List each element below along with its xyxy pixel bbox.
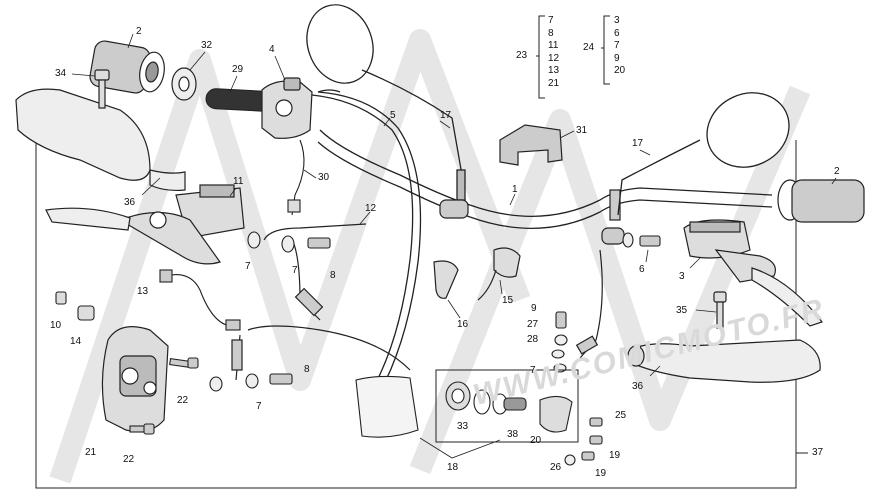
group-23-item: 8 (548, 27, 554, 39)
group-24-list: 3 6 7 9 20 (614, 15, 625, 78)
callout-7-b: 7 (292, 265, 298, 276)
washer-part (171, 67, 197, 101)
right-handguard-part (627, 339, 821, 383)
brake-caliper-part (101, 326, 169, 433)
group-23-label: 23 (516, 50, 528, 61)
throttle-housing-part (261, 77, 313, 139)
callout-3: 3 (679, 271, 685, 282)
callout-12: 12 (365, 203, 377, 214)
callout-37: 37 (812, 447, 824, 458)
callout-14: 14 (70, 336, 82, 347)
callout-21: 21 (85, 447, 97, 458)
bolt-34-part (94, 69, 110, 109)
long-brake-hose-part (231, 325, 411, 381)
assembly-frame (35, 140, 797, 489)
group-23-list: 7 8 11 12 13 21 (548, 15, 559, 90)
callout-10: 10 (50, 320, 62, 331)
callout-2: 2 (136, 26, 142, 37)
callout-15: 15 (502, 295, 514, 306)
callout-8-a: 8 (330, 270, 336, 281)
callout-22-a: 22 (177, 395, 189, 406)
switch-cable-30-part (287, 139, 305, 216)
callout-22-b: 22 (123, 454, 135, 465)
right-mirror-part (617, 92, 790, 216)
handlebar-clamps (439, 189, 625, 245)
callout-29: 29 (232, 64, 244, 75)
callout-7-d: 7 (256, 401, 262, 412)
bolts-19-25-26 (564, 417, 603, 466)
repair-kit-parts (445, 381, 573, 433)
callout-19-b: 19 (595, 468, 607, 479)
callout-31: 31 (576, 125, 588, 136)
callout-27: 27 (527, 319, 539, 330)
repair-kit-box (435, 369, 579, 443)
callout-11: 11 (233, 176, 244, 187)
group-23-item: 21 (548, 77, 560, 89)
callout-20: 20 (530, 435, 542, 446)
caliper-bolts-22 (129, 357, 199, 435)
group-24-item: 20 (614, 65, 626, 76)
banjo-bolt-6-part (622, 232, 661, 248)
group-24-item: 9 (614, 52, 620, 64)
callout-8-b: 8 (304, 364, 310, 375)
callout-19-a: 19 (609, 450, 621, 461)
callout-7-c: 7 (530, 365, 536, 376)
callout-32: 32 (201, 40, 213, 51)
callout-30: 30 (318, 172, 330, 183)
callout-25: 25 (615, 410, 627, 421)
group-24-item: 3 (614, 15, 620, 26)
right-grip-part (777, 179, 865, 223)
small-parts-10-14 (55, 291, 95, 321)
wire-13-part (159, 269, 241, 331)
callout-7-a: 7 (245, 261, 251, 272)
callout-26: 26 (550, 462, 562, 473)
group-23-bracket (536, 15, 545, 99)
bolt-35-part (713, 291, 727, 329)
group-23-item: 13 (548, 65, 560, 76)
brake-hose-12-part (263, 223, 367, 321)
callout-28: 28 (527, 334, 539, 345)
callout-36-left: 36 (124, 197, 136, 208)
group-23-item: 12 (548, 52, 560, 64)
callout-2-right: 2 (834, 166, 840, 177)
callout-36-right: 36 (632, 381, 644, 392)
right-master-cylinder-part (683, 219, 823, 327)
left-master-cylinder-part (45, 184, 245, 265)
switch-15-16-parts (433, 247, 521, 301)
group-23-item: 7 (548, 15, 554, 26)
handlebar-part (317, 129, 773, 229)
callout-1: 1 (512, 184, 518, 195)
leader-18 (419, 437, 501, 459)
callout-5: 5 (390, 110, 396, 121)
banjo-bolt-8-lower (209, 373, 293, 392)
watermark-logo (49, 29, 811, 484)
group-24-item: 7 (614, 40, 620, 51)
left-mirror-part (306, 4, 466, 201)
callout-17-right: 17 (632, 138, 644, 149)
right-brake-hose-part (575, 249, 603, 359)
throttle-cables-part (311, 89, 422, 393)
callout-18: 18 (447, 462, 459, 473)
callout-13: 13 (137, 286, 149, 297)
seal-bag-part (355, 375, 419, 438)
callout-35: 35 (676, 305, 688, 316)
callout-34: 34 (55, 68, 67, 79)
callout-33: 33 (457, 421, 469, 432)
cover-31-part (499, 124, 563, 166)
left-handguard-part (15, 88, 186, 192)
group-24-bracket (601, 15, 610, 85)
callout-9: 9 (531, 303, 537, 314)
bleed-screw-parts (551, 311, 568, 373)
callout-17-left: 17 (440, 110, 452, 121)
group-23-item: 11 (548, 40, 559, 51)
callout-4: 4 (269, 44, 275, 55)
group-24-item: 6 (614, 27, 620, 39)
callout-6: 6 (639, 264, 645, 275)
washers-and-bolt-center (247, 231, 331, 253)
callout-38: 38 (507, 429, 519, 440)
callout-16: 16 (457, 319, 469, 330)
group-24-label: 24 (583, 42, 595, 53)
